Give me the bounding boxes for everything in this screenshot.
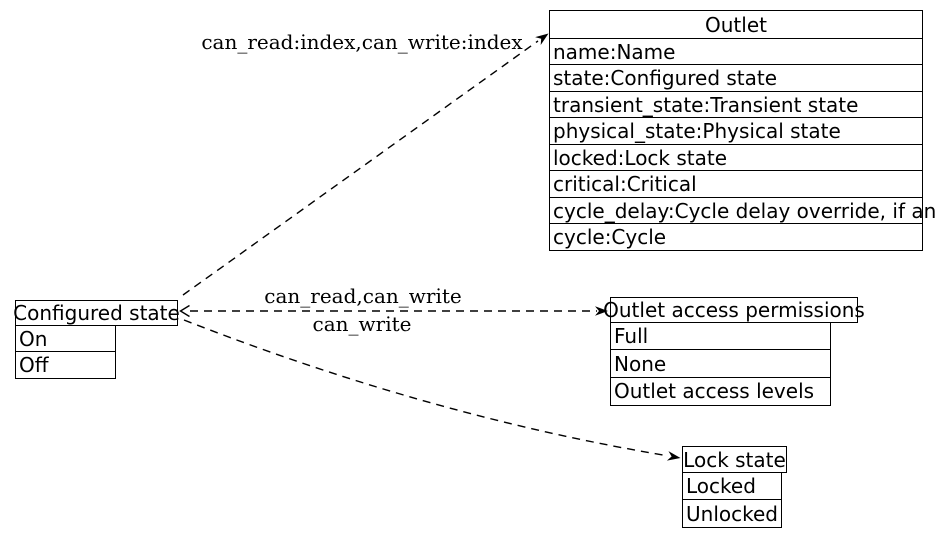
table-row: cycle:Cycle [549, 223, 923, 251]
node-outlet-title: Outlet [549, 10, 923, 39]
edge-label-lock: can_write [312, 312, 412, 336]
table-row: critical:Critical [549, 170, 923, 198]
table-row: name:Name [549, 37, 923, 66]
node-outlet-access-permissions-title: Outlet access permissions [603, 297, 865, 323]
table-row: Locked [682, 471, 782, 501]
table-row: Full [610, 321, 831, 351]
table-row: physical_state:Physical state [549, 117, 923, 145]
arrowhead-permissions-end-icon [595, 306, 608, 316]
table-row: state:Configured state [549, 64, 923, 92]
arrowhead-outlet-end-icon [535, 33, 549, 45]
edge-label-permissions: can_read,can_write [264, 284, 462, 308]
table-row: Unlocked [682, 499, 782, 528]
edge-configured-state-to-lock-state [183, 319, 667, 457]
node-lock-state-title: Lock state [682, 446, 787, 473]
arrowhead-lock-state-end-icon [666, 451, 681, 461]
edge-configured-state-to-outlet [182, 40, 539, 296]
edge-label-outlet: can_read:index,can_write:index [201, 30, 523, 54]
table-row: locked:Lock state [549, 143, 923, 172]
table-row: Outlet access levels [610, 376, 831, 406]
table-row: Off [15, 351, 116, 379]
table-row: cycle_delay:Cycle delay override, if any [549, 196, 936, 225]
table-row: transient_state:Transient state [549, 90, 923, 119]
node-configured-state-title: Configured state [13, 300, 180, 326]
arrowhead-configured-state-end-icon [179, 304, 190, 318]
table-row: On [15, 324, 116, 353]
table-row: None [610, 349, 831, 378]
